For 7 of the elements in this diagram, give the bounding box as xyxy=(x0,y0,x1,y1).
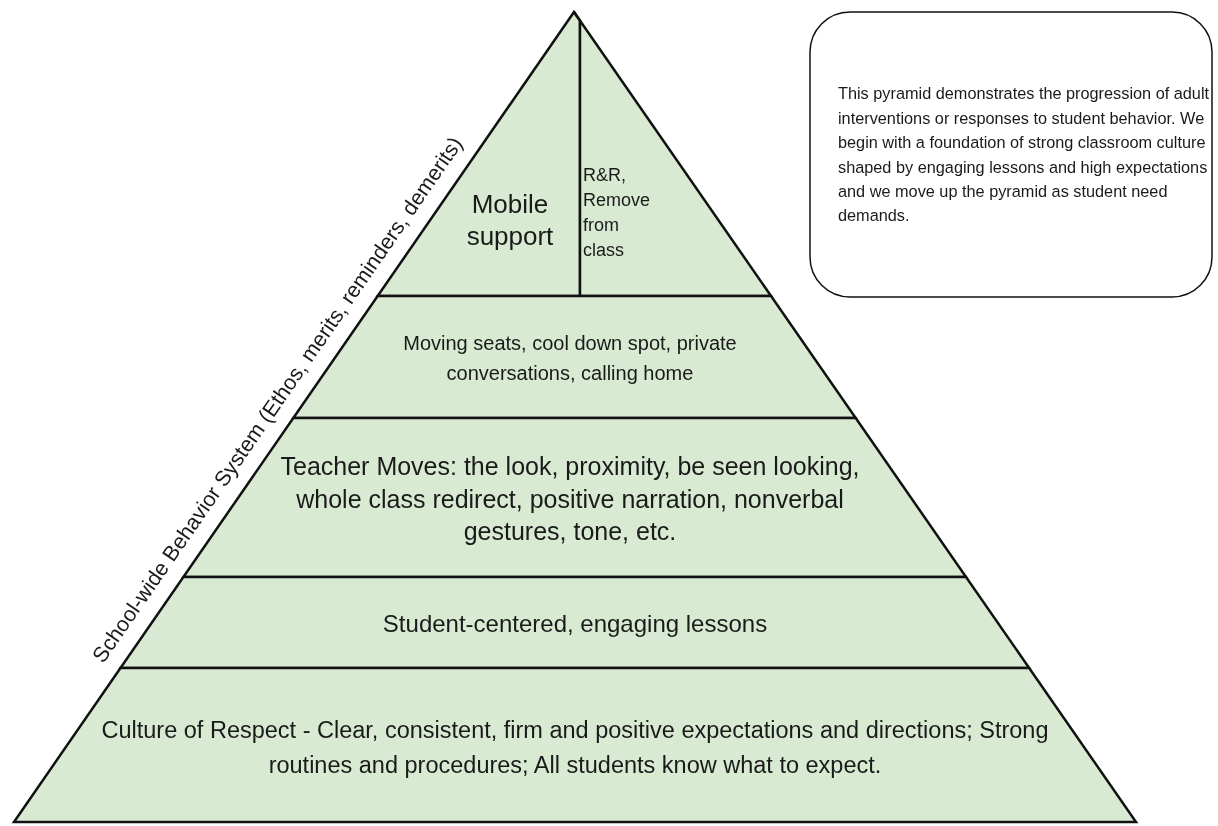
tier-text: Teacher Moves: the look, proximity, be seen looking, whole class redirect, positive narration, nonverbal gestures, tone, etc. xyxy=(279,451,861,548)
note-text: This pyramid demonstrates the progression of adult interventions or responses to student behavior. We begin with a foundation of strong classroom culture shaped by engaging lessons and high expectations and we move up the pyramid as student need demands. xyxy=(838,83,1210,227)
tier-text: Student-centered, engaging lessons xyxy=(382,609,768,640)
tier-text: Culture of Respect - Clear, consistent, firm and positive expectations and directions; Strong routines and procedures; All students know what to expect. xyxy=(100,715,1050,780)
tier-text: R&R, Remove from class xyxy=(583,163,652,263)
tier-text: Mobile support xyxy=(465,187,555,253)
tier-text: Moving seats, cool down spot, private conversations, calling home xyxy=(402,331,738,386)
